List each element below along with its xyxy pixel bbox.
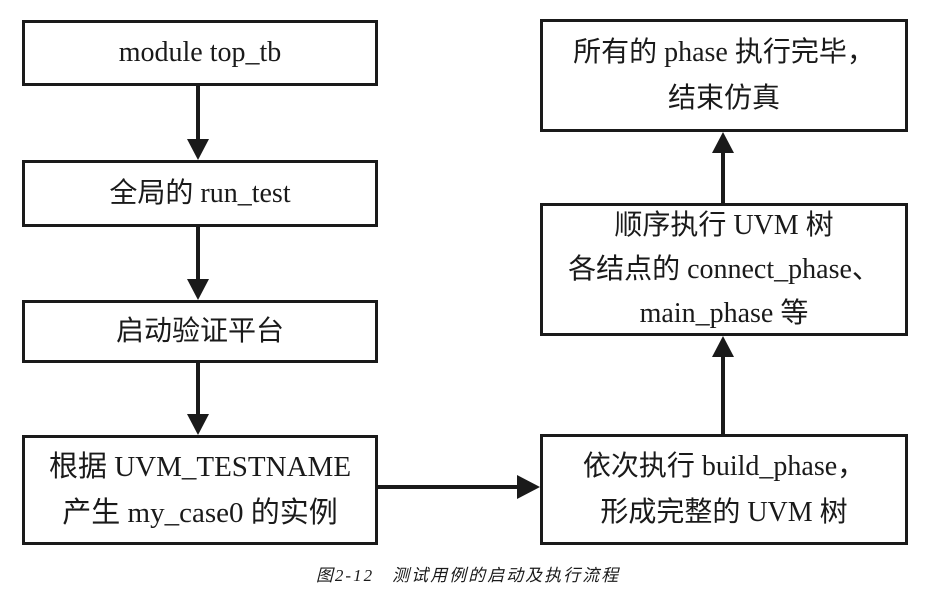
node-label-line1: 依次执行 build_phase， <box>582 450 866 482</box>
arrow-head-down-icon <box>187 279 209 300</box>
arrow-shaft <box>196 227 200 279</box>
node-build-phase-uvm-tree: 依次执行 build_phase， 形成完整的 UVM 树 <box>540 434 908 545</box>
arrow-head-up-icon <box>712 336 734 357</box>
node-label-line2: 各结点的 connect_phase、 <box>568 253 880 285</box>
node-label: 全局的 run_test <box>109 177 291 209</box>
figure-caption: 图2-12 测试用例的启动及执行流程 <box>0 561 936 586</box>
node-label-line1: 所有的 phase 执行完毕， <box>573 36 875 68</box>
figure-caption-number: 图2-12 <box>315 566 375 585</box>
node-create-my-case0-instance: 根据 UVM_TESTNAME 产生 my_case0 的实例 <box>22 435 378 545</box>
node-label-line1: 根据 UVM_TESTNAME <box>48 451 352 483</box>
node-global-run-test: 全局的 run_test <box>22 160 378 227</box>
node-all-phases-done: 所有的 phase 执行完毕， 结束仿真 <box>540 19 908 132</box>
node-label: 启动验证平台 <box>115 315 284 347</box>
arrow-shaft <box>721 356 725 434</box>
node-label-line1: 顺序执行 UVM 树 <box>614 209 834 241</box>
arrow-shaft <box>196 86 200 139</box>
arrow-head-up-icon <box>712 132 734 153</box>
arrow-head-down-icon <box>187 414 209 435</box>
node-connect-main-phase: 顺序执行 UVM 树 各结点的 connect_phase、 main_phas… <box>540 203 908 336</box>
arrow-shaft <box>721 152 725 203</box>
arrow-shaft <box>196 363 200 414</box>
node-label-line3: main_phase 等 <box>639 297 809 329</box>
node-label-line2: 形成完整的 UVM 树 <box>600 496 848 528</box>
arrow-head-right-icon <box>517 475 540 499</box>
node-label-line2: 结束仿真 <box>667 82 780 114</box>
node-start-verification-platform: 启动验证平台 <box>22 300 378 363</box>
node-label-line2: 产生 my_case0 的实例 <box>62 497 338 529</box>
node-module-top-tb: module top_tb <box>22 20 378 86</box>
arrow-head-down-icon <box>187 139 209 160</box>
node-label: module top_tb <box>118 37 282 68</box>
arrow-shaft <box>378 485 517 489</box>
figure-caption-text: 测试用例的启动及执行流程 <box>392 566 621 585</box>
